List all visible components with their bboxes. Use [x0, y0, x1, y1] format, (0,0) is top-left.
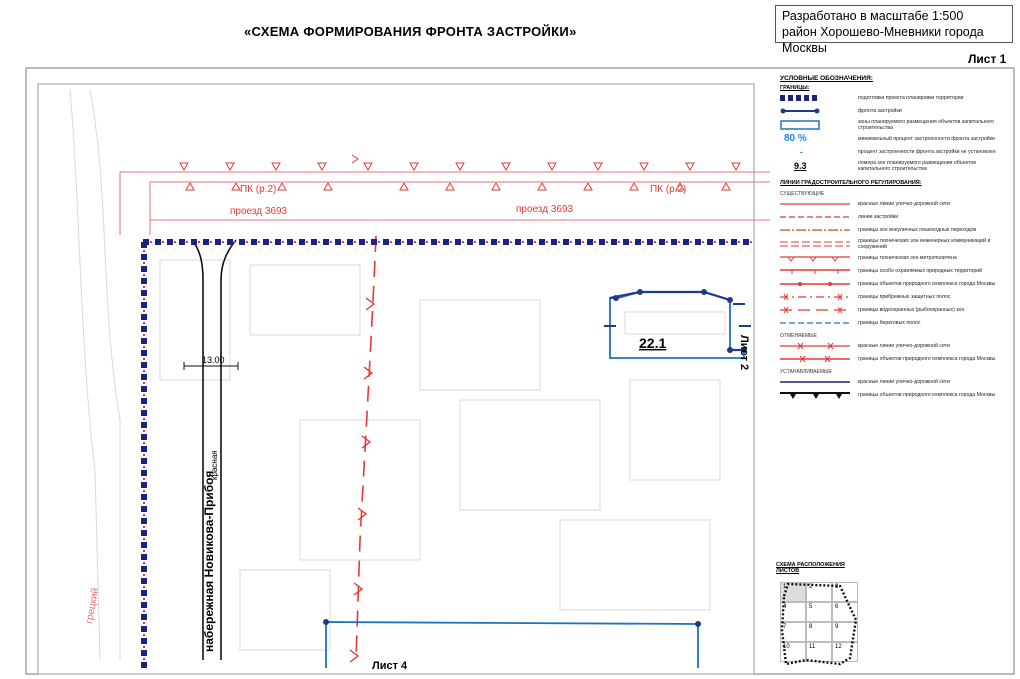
legend-item-label: границы береговых полос [858, 320, 921, 326]
sheet-key-cell: 12 [832, 642, 858, 662]
sheet-4-label: Лист 4 [372, 660, 408, 672]
legend-title: УСЛОВНЫЕ ОБОЗНАЧЕНИЯ: [780, 75, 873, 82]
sheet-key-cell: 4 [780, 602, 806, 622]
legend-established-title: УСТАНАВЛИВАЕМЫЕ [780, 369, 832, 375]
sheet-key-cell: 2 [806, 582, 832, 602]
legend-item: - процент застроенности фронта застройки… [780, 147, 1005, 157]
red-dashed-boundary [355, 235, 377, 661]
legend-item: зоны планируемого размещения объектов ка… [780, 119, 1005, 131]
legend-item: границы зон внеуличных пешеходных перехо… [780, 225, 1005, 235]
street-tag: красная [210, 450, 219, 480]
legend-item-label: границы объектов природного комплекса го… [858, 392, 996, 398]
legend-item: границы объектов природного комплекса го… [780, 390, 1005, 400]
sheet-2-label: Лист 2 [738, 335, 750, 371]
legend-item-label: красные линии улично-дорожной сети [858, 343, 950, 349]
sheet-key-cell: 10 [780, 642, 806, 662]
legend-percent-value: 80 % [784, 133, 807, 144]
red-line-markers [179, 154, 741, 191]
sheet-key-cell: 8 [806, 622, 832, 642]
sheet-key-grid: 1 2 3 4 5 6 7 8 9 10 11 12 [776, 580, 858, 672]
legend-item-label: фронта застройки [858, 108, 902, 114]
legend-item: границы объектов природного комплекса го… [780, 279, 1005, 289]
legend: УСЛОВНЫЕ ОБОЗНАЧЕНИЯ: ГРАНИЦЫ: подготовк… [780, 75, 1005, 403]
legend-regulation-title: ЛИНИИ ГРАДОСТРОИТЕЛЬНОГО РЕГУЛИРОВАНИЯ: [780, 180, 922, 186]
passage-label-right: проезд 3693 [516, 204, 574, 215]
legend-item-label: красные линии улично-дорожной сети [858, 201, 950, 207]
legend-item: красные линии улично-дорожной сети [780, 341, 1005, 351]
legend-item-label: зоны планируемого размещения объектов ка… [858, 119, 995, 131]
legend-cancelled-title: ОТМЕНЯЕМЫЕ [780, 333, 817, 339]
legend-dash-value: - [800, 147, 803, 157]
scale-stamp: Разработано в масштабе 1:500 район Хорош… [775, 5, 1013, 55]
legend-boundaries-title: ГРАНИЦЫ: [780, 85, 810, 91]
sheet-key-title: СХЕМА РАСПОЛОЖЕНИЯ ЛИСТОВ [776, 562, 845, 574]
map-frame [37, 83, 755, 675]
legend-item-label: красные линии улично-дорожной сети [858, 379, 950, 385]
red-line-top [119, 171, 770, 235]
legend-item-label: границы зон внеуличных пешеходных перехо… [858, 227, 977, 233]
passage-label-left: проезд 3693 [230, 206, 288, 217]
legend-item-label: границы объектов природного комплекса го… [858, 356, 996, 362]
sheet-key-cell: 9 [832, 622, 858, 642]
zone-22-1 [604, 289, 751, 359]
legend-existing-title: СУЩЕСТВУЮЩИЕ [780, 191, 825, 197]
legend-item: границы особо охраняемых природных терри… [780, 266, 1005, 276]
street-name: набережная Новикова-Прибоя [202, 471, 216, 652]
sheet-key-cell: 5 [806, 602, 832, 622]
road-width-label: 13.00 [202, 355, 225, 365]
legend-item: границы прибрежных защитных полос [780, 292, 1005, 302]
legend-item-label: границы технических зон инженерных комму… [858, 238, 991, 250]
legend-item-label: границы прибрежных защитных полос [858, 294, 951, 300]
legend-item: 80 % минимальный процент застроенности ф… [780, 134, 1005, 144]
sheet-key-cell: 6 [832, 602, 858, 622]
legend-item: подготовки проекта планировки территории [780, 93, 1005, 103]
scale-note: Разработано в масштабе 1:500 [782, 9, 964, 23]
legend-item: границы технических зон инженерных комму… [780, 238, 1005, 250]
legend-item: границы водоохранных (рыбоохранных) зон [780, 305, 1005, 315]
district-note: район Хорошево-Мневники города Москвы [782, 25, 984, 55]
legend-item-label: границы водоохранных (рыбоохранных) зон [858, 307, 965, 313]
zone-number-label: 22.1 [639, 335, 666, 351]
boundary-arrows [349, 297, 376, 663]
pk-label-left: ПК (р.2) [240, 184, 276, 195]
legend-item-label: линии застройки [858, 214, 899, 220]
legend-item-label: минимальный процент застроенности фронта… [858, 136, 995, 142]
legend-item-label: границы технических зон метрополитена [858, 255, 957, 261]
legend-item-label: номера зон планируемого размещения объек… [858, 160, 976, 172]
legend-item: линии застройки [780, 212, 1005, 222]
road-width-dimension [183, 362, 239, 370]
page-title: «СХЕМА ФОРМИРОВАНИЯ ФРОНТА ЗАСТРОЙКИ» [244, 24, 577, 39]
sheet-key-outline [780, 582, 858, 666]
pk-label-right: ПК (р.2) [650, 184, 686, 195]
legend-item: красные линии улично-дорожной сети [780, 377, 1005, 387]
sheet-layout-key: СХЕМА РАСПОЛОЖЕНИЯ ЛИСТОВ 1 2 3 4 5 6 7 … [776, 562, 862, 672]
legend-zone-value: 9.3 [794, 161, 807, 171]
legend-item: границы технических зон метрополитена [780, 253, 1005, 263]
legend-item-label: процент застроенности фронта застройки н… [858, 149, 996, 155]
legend-item-label: границы особо охраняемых природных терри… [858, 268, 983, 274]
legend-item: границы объектов природного комплекса го… [780, 354, 1005, 364]
legend-item: красные линии улично-дорожной сети [780, 199, 1005, 209]
legend-item: фронта застройки [780, 106, 1005, 116]
legend-item: 9.3 номера зон планируемого размещения о… [780, 160, 1005, 172]
legend-item: границы береговых полос [780, 318, 1005, 328]
sheet-number: Лист 1 [968, 52, 1007, 66]
legend-item-label: подготовки проекта планировки территории [858, 95, 964, 101]
sheet-key-cell: 7 [780, 622, 806, 642]
legend-item-label: границы объектов природного комплекса го… [858, 281, 996, 287]
background-buildings [69, 89, 721, 661]
zone-bottom [323, 619, 701, 668]
